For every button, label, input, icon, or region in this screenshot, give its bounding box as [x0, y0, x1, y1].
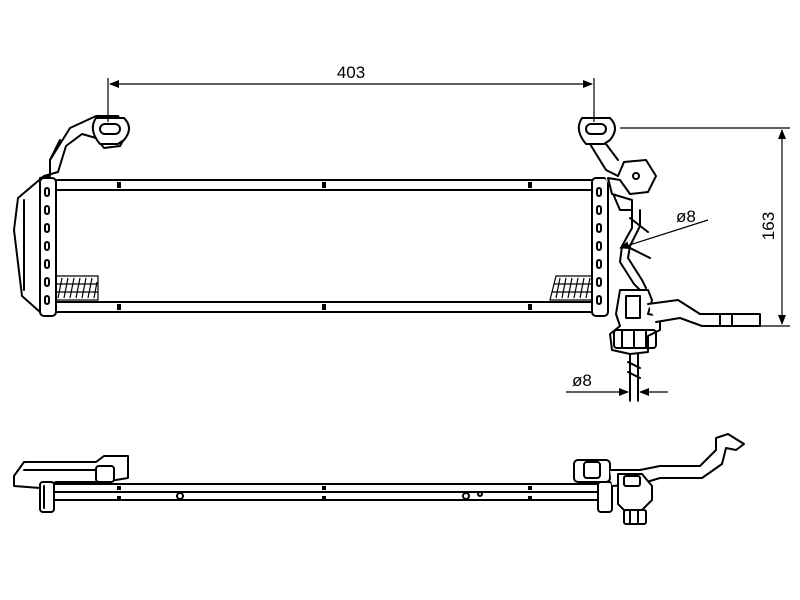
right-mount-ear [577, 117, 616, 145]
left-mounting-bracket [13, 115, 129, 313]
left-mount-ear [91, 117, 130, 145]
dimension-upper-pipe-diameter: ø8 [619, 207, 709, 250]
right-fin-hatching [549, 275, 597, 301]
left-tank-holes [44, 187, 50, 305]
right-tank-holes [596, 187, 602, 305]
top-right-mount-slot [583, 461, 601, 479]
top-core-hole-2 [462, 492, 470, 500]
left-bracket-edge [49, 139, 61, 161]
top-left-tank [39, 481, 55, 513]
lower-pipe-diameter-label: ø8 [572, 371, 592, 390]
top-core-hole-1 [176, 492, 184, 500]
top-right-fitting-nut-lines [629, 509, 639, 525]
top-core-marks [117, 486, 532, 500]
left-mount-slot [99, 123, 121, 135]
top-right-fitting-nut [623, 509, 647, 525]
top-right-tank [597, 481, 613, 513]
radiator-core [55, 179, 601, 313]
core-rivets [117, 182, 532, 310]
height-dimension-label: 163 [759, 212, 778, 240]
top-right-fitting-cap [623, 475, 641, 487]
side-bracket-slot [719, 313, 733, 327]
right-bracket-hole [632, 172, 640, 180]
top-right-bracket [609, 433, 745, 487]
top-left-mount-block [95, 465, 115, 483]
top-core-hole-3 [477, 491, 483, 497]
right-bracket-edge [605, 143, 619, 161]
upper-pipe-inner [627, 209, 647, 289]
upper-pipe-diameter-label: ø8 [676, 207, 696, 226]
dimension-height: 163 [620, 127, 790, 327]
top-view [13, 433, 745, 525]
upper-pipe [619, 209, 641, 291]
fitting-nut [625, 295, 641, 319]
upper-pipe-clamp [625, 217, 651, 259]
lower-pipe-clamp [627, 361, 641, 379]
right-mounting-bracket [589, 143, 657, 211]
front-view [13, 115, 761, 401]
side-bracket-arm [647, 299, 761, 327]
dimension-lower-pipe-diameter: ø8 [566, 371, 668, 402]
dimension-width: 403 [107, 63, 595, 122]
fitting-collar-lines [621, 329, 647, 349]
width-dimension-label: 403 [337, 63, 365, 82]
left-fin-hatching [55, 275, 99, 301]
right-mount-slot [585, 123, 607, 135]
